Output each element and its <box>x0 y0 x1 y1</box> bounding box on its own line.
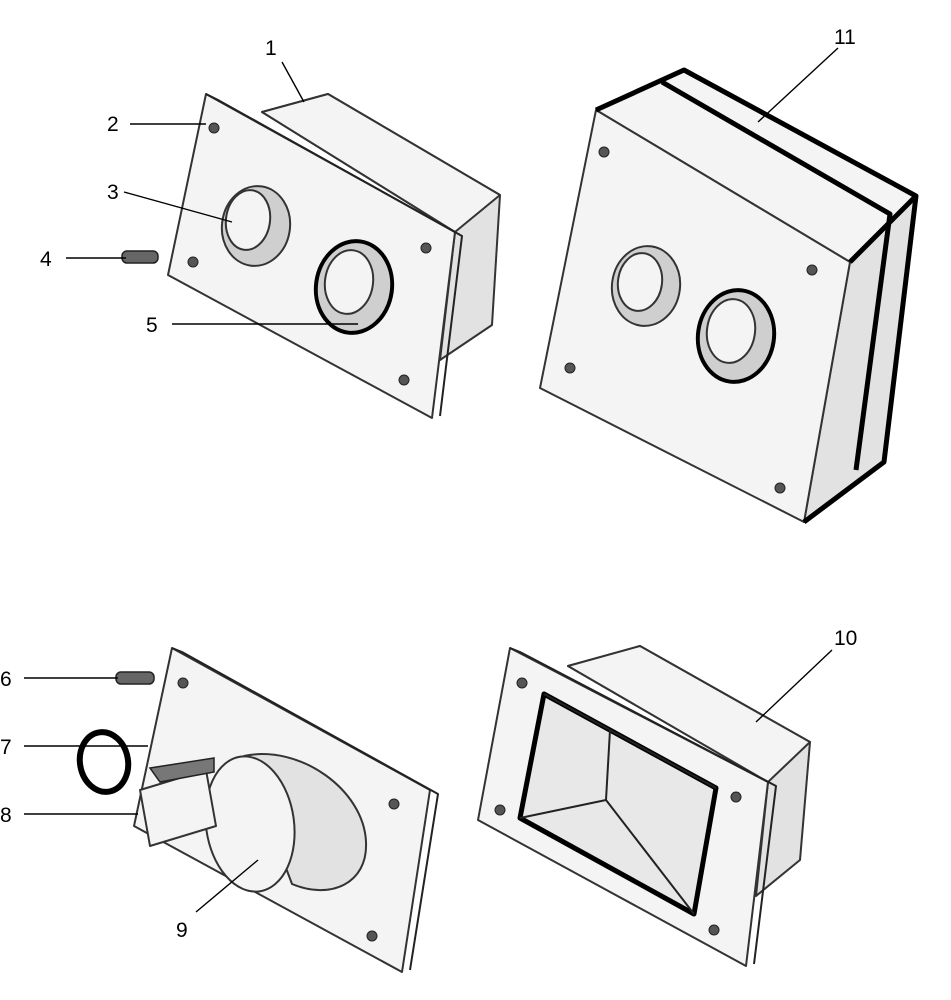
callout-3: 3 <box>107 181 119 204</box>
callout-9: 9 <box>176 919 188 942</box>
leader-9 <box>195 859 259 913</box>
enclosure-assembly <box>539 67 919 524</box>
leader-lines <box>24 47 839 913</box>
switch-box-assembly <box>121 93 501 419</box>
screw <box>121 250 159 264</box>
callout-5: 5 <box>146 314 158 337</box>
leader-1 <box>281 61 305 103</box>
leader-3 <box>123 191 233 223</box>
flange-hole <box>208 122 220 134</box>
callout-2: 2 <box>107 113 119 136</box>
callout-8: 8 <box>0 804 12 827</box>
cap-face <box>204 755 296 893</box>
bezel-top <box>567 645 811 783</box>
cover-plate-hole <box>177 677 189 689</box>
enclosure-hole <box>806 264 818 276</box>
callout-1: 1 <box>265 37 277 60</box>
leader-10 <box>755 649 833 723</box>
leader-11 <box>757 47 839 123</box>
flange-hole <box>187 256 199 268</box>
flange-hole <box>398 374 410 386</box>
callout-7: 7 <box>0 736 12 759</box>
cover-plate-assembly <box>76 647 439 973</box>
retaining-ring <box>76 729 132 795</box>
flange-hole <box>420 242 432 254</box>
enclosure-hole <box>564 362 576 374</box>
callout-4: 4 <box>40 248 52 271</box>
callout-11: 11 <box>834 26 856 49</box>
enclosure-hole <box>774 482 786 494</box>
callout-10: 10 <box>834 627 857 650</box>
enclosure-hole <box>598 146 610 158</box>
frame-bezel-assembly <box>477 645 811 967</box>
callout-6: 6 <box>0 668 12 691</box>
housing-top <box>261 93 501 233</box>
callout-numbers: 1 2 3 4 5 11 6 7 8 9 10 <box>0 26 857 942</box>
bezel-hole <box>730 791 742 803</box>
screw <box>115 671 155 685</box>
cover-plate-hole <box>366 930 378 942</box>
bezel-hole <box>516 677 528 689</box>
bezel-hole <box>494 804 506 816</box>
bezel-hole <box>708 924 720 936</box>
cover-plate-hole <box>388 798 400 810</box>
